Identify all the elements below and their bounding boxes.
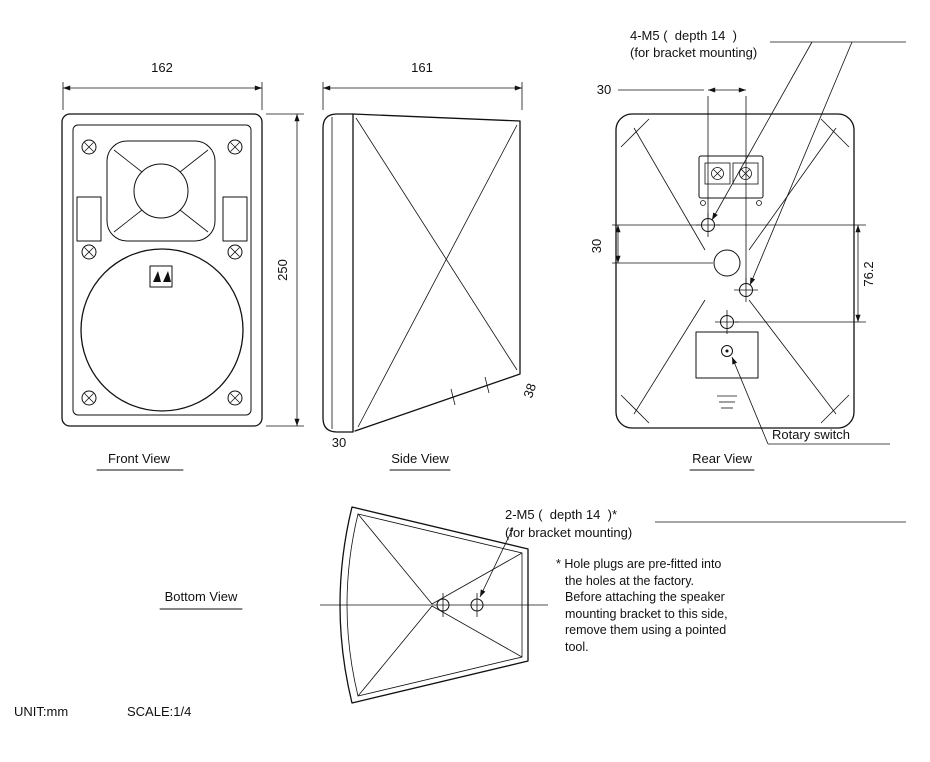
- leader-line: [749, 41, 853, 286]
- leader-line: [731, 356, 769, 445]
- dimension-text-side-back-depth: 38: [520, 381, 539, 399]
- dimension-text-rear-top: 30: [597, 82, 611, 97]
- dimension-text-front-width: 162: [151, 60, 173, 75]
- hole-plug-footnote: * Hole plugs are pre-fitted into the hol…: [556, 556, 752, 655]
- chamfer-line: [820, 118, 850, 148]
- view-label-front: Front View: [108, 451, 171, 466]
- screw: [81, 390, 97, 406]
- side-depth-dimension: 161: [322, 60, 523, 110]
- left-slot: [76, 196, 102, 242]
- dimension-text-front-height: 250: [275, 259, 290, 281]
- callout-text-bracket: (for bracket mounting): [505, 525, 632, 540]
- callout-text-bracket: (for bracket mounting): [630, 45, 757, 60]
- bottom-view: 2-M5 ( depth 14 )* (for bracket mounting…: [159, 506, 906, 704]
- rotary-switch: [721, 345, 733, 357]
- rear-top-dimension: 30: [597, 82, 747, 283]
- side-bottom-dimensions: 30 38: [332, 376, 539, 450]
- taper-line: [355, 117, 518, 371]
- view-label-bottom: Bottom View: [165, 589, 238, 604]
- side-taper-lines: [355, 117, 518, 428]
- bottom-bracket-callout: 2-M5 ( depth 14 )* (for bracket mounting…: [479, 507, 906, 598]
- front-screws: [81, 139, 243, 406]
- speaker-terminal-block: [698, 155, 764, 206]
- side-cabinet-outline: [352, 113, 521, 432]
- bottom-taper-lines: [357, 513, 523, 697]
- leader-line: [479, 527, 514, 598]
- dimension-text-side-front-depth: 30: [332, 435, 346, 450]
- side-view: 161 30 38 Side View: [322, 60, 539, 471]
- view-label-rear: Rear View: [692, 451, 752, 466]
- tick-mark: [450, 388, 456, 406]
- front-view: 162: [61, 60, 304, 471]
- woofer: [80, 248, 244, 412]
- rear-cabinet-outline: [615, 113, 855, 429]
- chamfer-line: [820, 394, 850, 424]
- leader-line: [711, 41, 813, 221]
- front-width-dimension: 162: [62, 60, 263, 110]
- screw: [227, 390, 243, 406]
- footnote-line: the holes at the factory.: [565, 573, 695, 588]
- front-cabinet-outline: [61, 113, 263, 427]
- rear-rib-lines: [633, 127, 837, 415]
- cable-gland: [713, 249, 741, 277]
- rib-line: [633, 299, 706, 415]
- taper-line: [431, 552, 523, 605]
- taper-line: [431, 605, 523, 658]
- rear-right-dimension: 76.2: [716, 224, 876, 323]
- rotary-switch-label: Rotary switch: [772, 427, 850, 442]
- tick-mark: [484, 376, 490, 394]
- mounting-hole: [734, 278, 758, 302]
- mounting-hole: [470, 593, 484, 617]
- scale-label: SCALE:1/4: [127, 704, 192, 719]
- unit-label: UNIT:mm: [14, 704, 69, 719]
- taper-line: [357, 605, 433, 697]
- taper-line: [357, 513, 433, 605]
- tweeter-horn: [106, 140, 216, 242]
- rib-line: [633, 127, 706, 251]
- bottom-cabinet-outline: [339, 506, 529, 704]
- rib-line: [748, 127, 837, 251]
- callout-text-2m5: 2-M5 ( depth 14 )*: [505, 507, 617, 522]
- screw: [81, 244, 97, 260]
- footnote-line: * Hole plugs are pre-fitted into: [556, 557, 722, 571]
- rotary-switch-callout: Rotary switch: [731, 356, 890, 445]
- callout-text-4m5: 4-M5 ( depth 14 ): [630, 28, 737, 43]
- footnote-line: Before attaching the speaker: [565, 590, 725, 604]
- view-label-side: Side View: [391, 451, 449, 466]
- rear-corner-chamfers: [620, 118, 850, 424]
- rear-vent-lines: [717, 395, 737, 409]
- rear-left-dimension: 30: [589, 224, 713, 264]
- dimension-text-rear-left: 30: [589, 239, 604, 253]
- dimension-text-side-depth: 161: [411, 60, 433, 75]
- front-baffle: [72, 124, 252, 416]
- footnote-line: mounting bracket to this side,: [565, 606, 728, 621]
- screw: [81, 139, 97, 155]
- switch-plate: [695, 331, 759, 379]
- front-height-dimension: 250: [266, 113, 304, 427]
- screw: [227, 244, 243, 260]
- screw: [227, 139, 243, 155]
- rear-view: 4-M5 ( depth 14 ) (for bracket mounting)…: [589, 28, 906, 471]
- mounting-hole: [436, 593, 450, 617]
- right-slot: [222, 196, 248, 242]
- rear-bracket-callout: 4-M5 ( depth 14 ) (for bracket mounting): [630, 28, 906, 286]
- footnote-line: remove them using a pointed: [565, 623, 727, 637]
- brand-logo: [149, 265, 173, 288]
- side-front-bezel: [322, 113, 354, 433]
- chamfer-line: [620, 394, 650, 424]
- dimension-text-rear-right: 76.2: [861, 261, 876, 286]
- footnote-line: tool.: [565, 639, 589, 654]
- taper-line: [357, 124, 518, 428]
- rib-line: [748, 299, 837, 415]
- chamfer-line: [620, 118, 650, 148]
